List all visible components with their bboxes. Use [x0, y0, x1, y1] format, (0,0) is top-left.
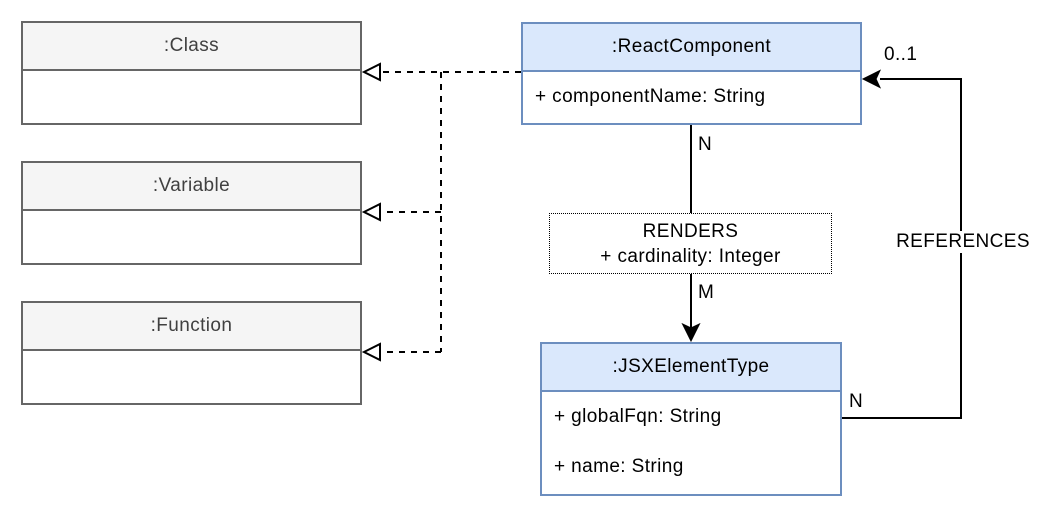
node-class: :Class	[21, 21, 362, 125]
node-class-title: :Class	[23, 23, 360, 71]
node-jsx-element-type: :JSXElementType + globalFqn: String + na…	[540, 342, 842, 496]
node-function: :Function	[21, 301, 362, 405]
label-references-target-cardinality: 0..1	[884, 44, 918, 65]
attribute-component-name: + componentName: String	[535, 85, 766, 107]
node-class-body	[23, 71, 360, 121]
filled-arrowhead-jsx	[681, 322, 701, 343]
node-function-title: :Function	[23, 303, 360, 351]
node-react-component-title: :ReactComponent	[523, 24, 860, 72]
node-renders-title: RENDERS	[642, 220, 739, 242]
label-references: REFERENCES	[880, 231, 1046, 253]
node-function-body	[23, 351, 360, 401]
label-renders-target-cardinality: M	[698, 282, 715, 303]
label-references-source-cardinality: N	[849, 391, 864, 412]
node-jsx-element-type-title: :JSXElementType	[542, 344, 840, 392]
attribute-name: + name: String	[554, 456, 684, 477]
hollow-arrowhead-function	[361, 342, 381, 362]
filled-arrowhead-react	[861, 69, 882, 89]
node-react-component: :ReactComponent + componentName: String	[521, 22, 862, 125]
node-jsx-element-type-body: + globalFqn: String + name: String	[542, 392, 840, 492]
node-renders: RENDERS + cardinality: Integer	[549, 213, 832, 274]
hollow-arrowhead-variable	[361, 202, 381, 222]
attribute-global-fqn: + globalFqn: String	[554, 406, 722, 427]
node-variable-body	[23, 211, 360, 261]
node-variable-title: :Variable	[23, 163, 360, 211]
attribute-cardinality: + cardinality: Integer	[600, 245, 781, 267]
node-variable: :Variable	[21, 161, 362, 265]
label-renders-source-cardinality: N	[698, 134, 713, 155]
node-react-component-body: + componentName: String	[523, 72, 860, 121]
hollow-arrowhead-class	[361, 62, 381, 82]
